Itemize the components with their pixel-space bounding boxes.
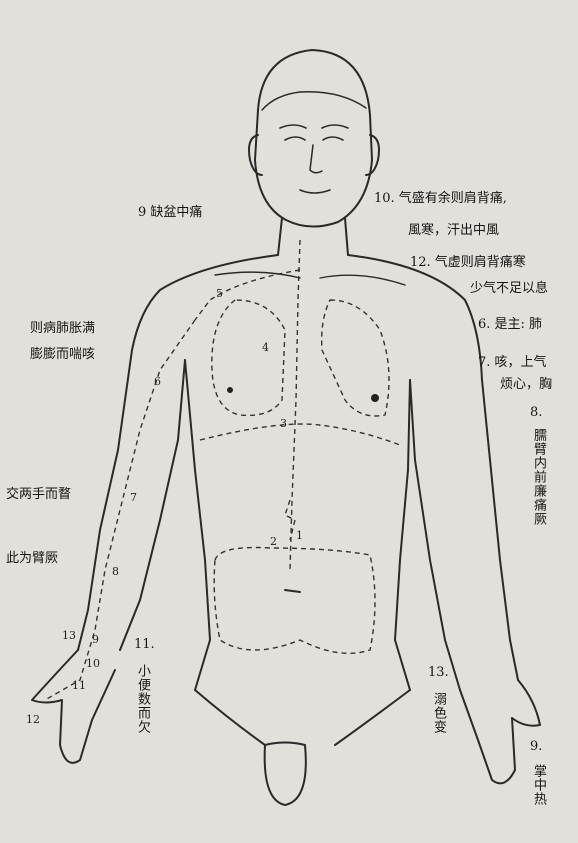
label-6: 6. 是主: 肺 xyxy=(478,316,542,334)
label-7b: 烦心，胸 xyxy=(500,376,552,394)
right-inner-arm xyxy=(410,380,460,690)
genitals xyxy=(265,743,306,806)
pelvis xyxy=(195,690,410,745)
torso-left xyxy=(78,255,278,650)
label-10b: 風寒，汗出中風 xyxy=(408,222,499,240)
left-brow xyxy=(280,125,306,128)
mouth xyxy=(300,190,330,193)
marker-11: 11 xyxy=(72,680,86,692)
right-flank xyxy=(395,380,410,690)
marker-8: 8 xyxy=(112,566,119,578)
marker-13: 13 xyxy=(62,630,76,642)
meridian-line-loop xyxy=(285,500,295,540)
label-12a: 12. 气虚则肩背痛寒 xyxy=(410,254,526,272)
label-11-number: 11. xyxy=(134,636,155,654)
left-flank xyxy=(185,360,210,690)
meridian-line-shoulder xyxy=(195,270,300,320)
left-hand xyxy=(32,650,115,763)
marker-1: 1 xyxy=(296,530,303,542)
neck-left xyxy=(278,218,282,255)
diaphragm xyxy=(200,424,400,445)
label-9-top: 9 缺盆中痛 xyxy=(138,204,202,222)
right-brow xyxy=(322,125,348,128)
collar-right xyxy=(320,275,405,285)
marker-12: 12 xyxy=(26,714,40,726)
label-9b-number: 9. xyxy=(530,738,542,756)
marker-10: 10 xyxy=(86,658,100,670)
marker-7: 7 xyxy=(130,492,137,504)
lung-point-right xyxy=(371,394,379,402)
right-hand xyxy=(460,680,540,783)
marker-2: 2 xyxy=(270,536,277,548)
label-13-vertical: 溺色变 xyxy=(430,692,446,762)
label-13-number: 13. xyxy=(428,664,449,682)
marker-6: 6 xyxy=(154,376,161,388)
marker-5: 5 xyxy=(216,288,223,300)
meridian-line-arm xyxy=(45,320,195,700)
label-8-number: 8. xyxy=(530,404,542,422)
label-left-4: 此为臂厥 xyxy=(6,550,58,568)
label-8-vertical: 臑臂内前廉痛厥 xyxy=(530,428,546,618)
label-9b-vertical: 掌中热 xyxy=(530,764,546,834)
hairline xyxy=(262,92,366,110)
left-eye xyxy=(285,137,305,140)
neck-right xyxy=(345,218,348,255)
lung-point-left xyxy=(227,387,233,393)
left-lung xyxy=(212,300,285,415)
label-12b: 少气不足以息 xyxy=(470,280,548,298)
marker-4: 4 xyxy=(262,342,269,354)
right-eye xyxy=(323,137,343,140)
marker-3: 3 xyxy=(280,418,287,430)
head-outline xyxy=(255,50,372,227)
label-left-1: 则病肺胀满 xyxy=(30,320,95,338)
navel xyxy=(285,590,300,592)
nose xyxy=(310,145,322,173)
label-left-3: 交两手而瞀 xyxy=(6,486,71,504)
label-11-vertical: 小便数而欠 xyxy=(134,664,150,764)
label-left-2: 膨膨而喘咳 xyxy=(30,346,95,364)
intestine-outline xyxy=(214,548,375,654)
left-inner-arm xyxy=(120,360,185,650)
label-10a: 10. 气盛有余则肩背痛, xyxy=(374,190,507,208)
label-7a: 7. 咳，上气 xyxy=(478,354,547,372)
marker-9: 9 xyxy=(92,634,99,646)
